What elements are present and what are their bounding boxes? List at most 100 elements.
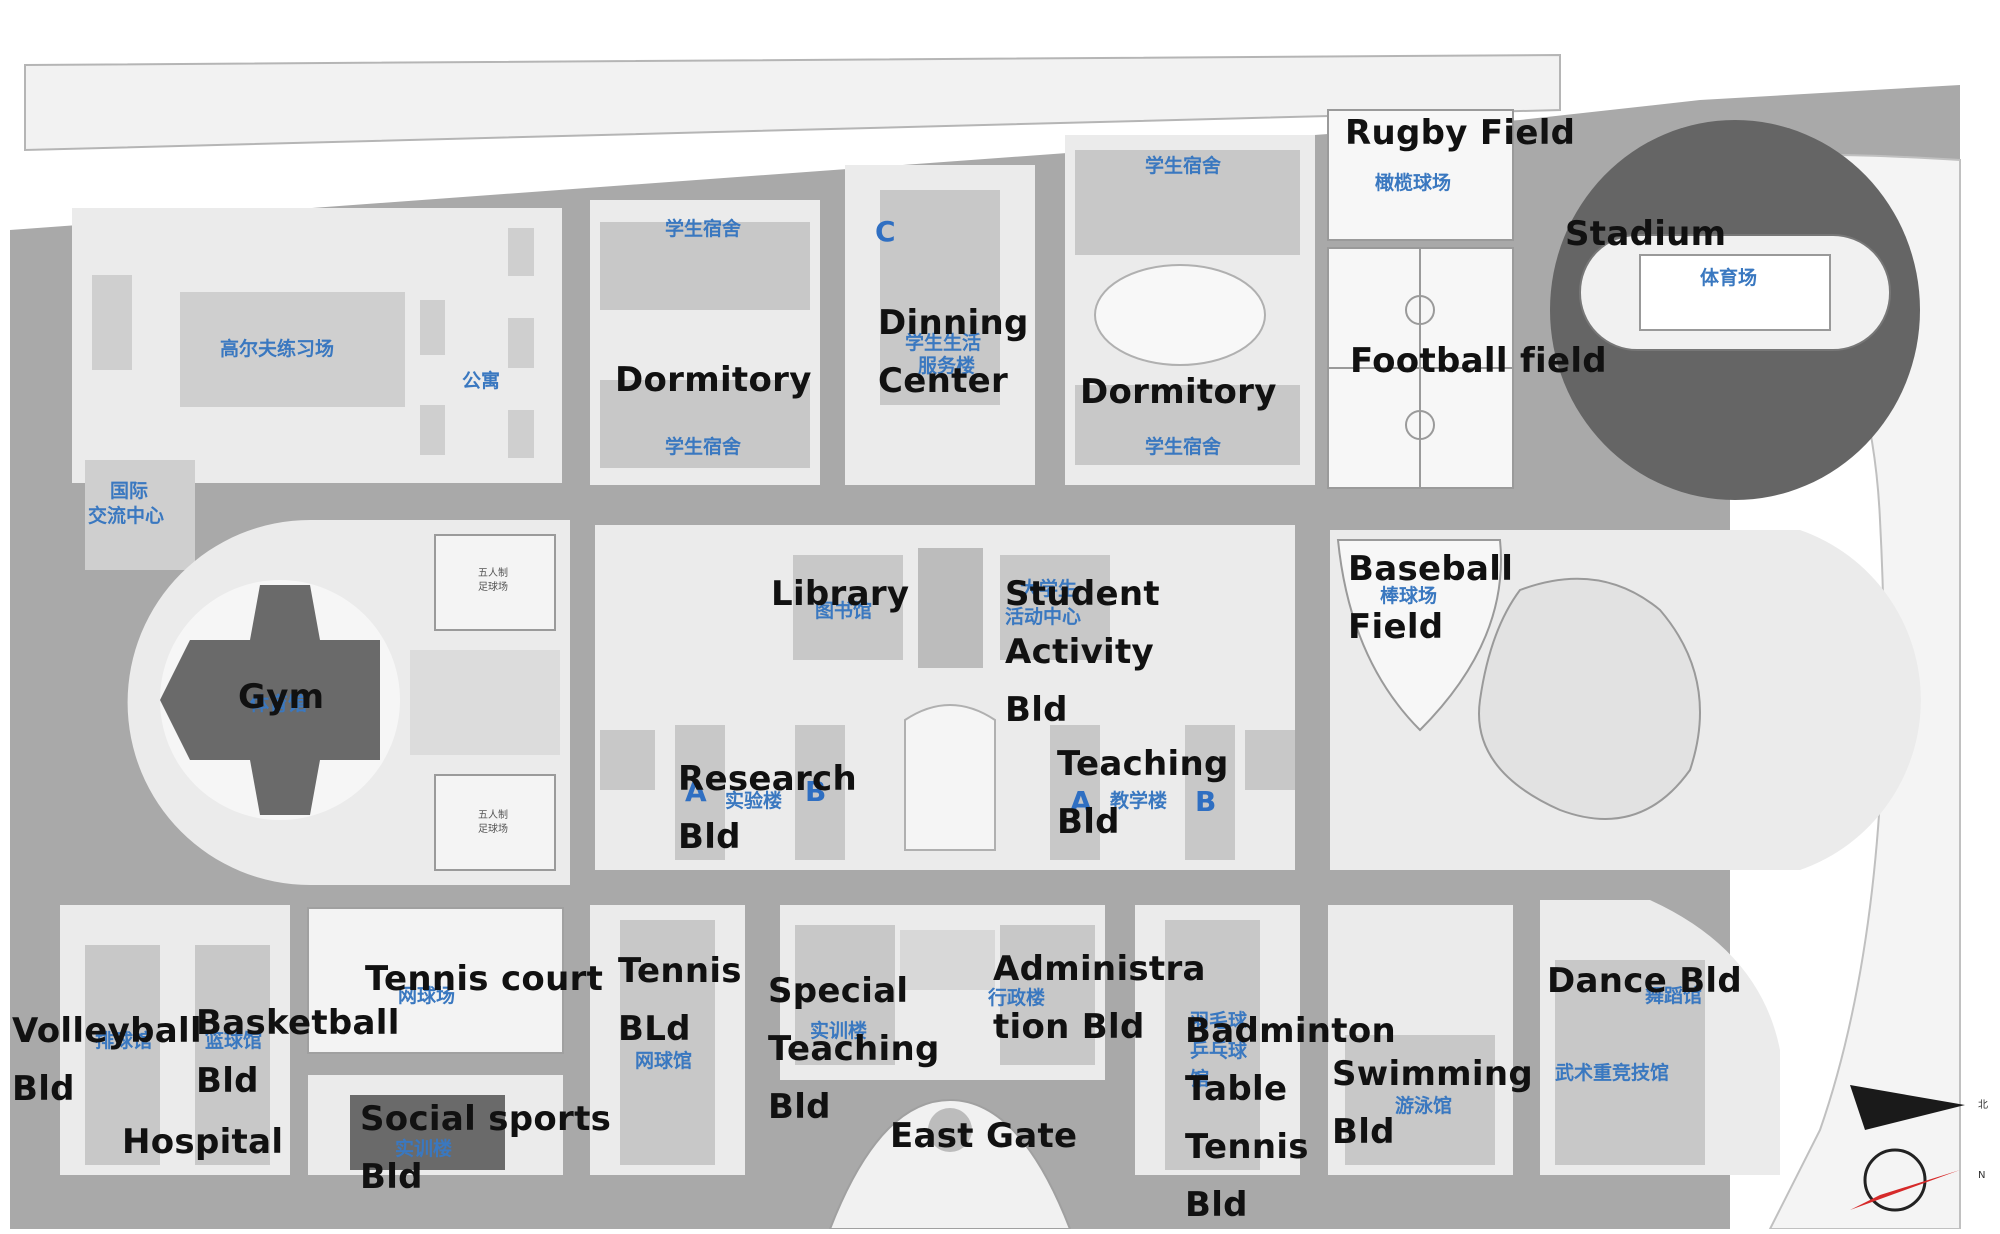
lake xyxy=(1478,577,1701,820)
service-bld-label-1: 学生生活 xyxy=(905,332,982,354)
label-badminton-3: Tennis xyxy=(1185,1127,1309,1167)
dorm-label-c: 学生宿舍 xyxy=(1145,155,1222,177)
label-dance: Dance Bld xyxy=(1547,961,1743,1001)
bld-apt-3 xyxy=(508,318,534,368)
special-training-cn-label: 实训楼 xyxy=(810,1020,868,1042)
label-volleyball-1: Volleyball xyxy=(12,1011,202,1051)
bld-apt-5 xyxy=(420,405,445,455)
dorm-right-south xyxy=(1075,385,1300,465)
label-east-gate: East Gate xyxy=(890,1116,1078,1156)
dorm-label-d: 学生宿舍 xyxy=(1145,436,1222,458)
label-rugby-field: Rugby Field xyxy=(1345,113,1576,153)
five-a-side-south-label-2: 足球场 xyxy=(478,824,508,835)
intl-center xyxy=(85,460,195,570)
tennis-courts xyxy=(307,907,564,1054)
five-a-side-south-label-1: 五人制 xyxy=(478,810,508,821)
golf-label: 高尔夫练习场 xyxy=(220,338,335,360)
martial-bld xyxy=(1555,960,1705,1165)
tennis-hall-cn-label: 网球馆 xyxy=(635,1050,693,1072)
compass-n-mark: N xyxy=(1978,1170,1986,1181)
label-stadium: Stadium xyxy=(1565,214,1727,254)
label-basketball-1: Basketball xyxy=(196,1003,400,1043)
label-badminton-2: Table xyxy=(1185,1069,1288,1109)
label-badminton-4: Bld xyxy=(1185,1185,1248,1225)
research-b-letter: B xyxy=(805,775,827,808)
apartment-label: 公寓 xyxy=(462,370,501,392)
badminton-bld xyxy=(1165,920,1260,1170)
gym-parking xyxy=(410,650,560,755)
social-sports-bld xyxy=(350,1095,505,1170)
label-volleyball-2: Bld xyxy=(12,1069,75,1109)
bld-golf-west xyxy=(92,275,132,370)
activity-cn-label-1: 大学生 xyxy=(1020,578,1078,600)
five-a-side-north xyxy=(434,534,556,631)
tennis-hall-bld xyxy=(620,920,715,1165)
social-training-cn-label: 实训楼 xyxy=(395,1138,453,1160)
label-hospital: Hospital xyxy=(122,1122,284,1162)
label-dormitory-left: Dormitory xyxy=(615,360,812,400)
bld-west-small xyxy=(600,730,655,790)
label-tennis-court: Tennis court xyxy=(365,959,604,999)
golf-range xyxy=(180,292,405,407)
tennis-court-cn-label: 网球场 xyxy=(398,985,456,1007)
basketball-cn-label: 篮球馆 xyxy=(205,1030,263,1052)
library-bld xyxy=(793,555,903,660)
dining-c-letter: C xyxy=(875,215,896,248)
label-tennis-1: Tennis xyxy=(618,951,742,991)
badminton-cn-label-2: 乒乓球 xyxy=(1190,1040,1248,1062)
volleyball-bld xyxy=(85,945,160,1165)
teaching-b xyxy=(1185,725,1235,860)
dorm-label-a: 学生宿舍 xyxy=(665,218,742,240)
east-gate-plaza xyxy=(828,1098,1072,1229)
dorm-courtyard xyxy=(1094,264,1266,366)
central-plaza xyxy=(918,548,983,668)
volleyball-cn-label: 排球馆 xyxy=(95,1030,153,1052)
east-gate-circle xyxy=(928,1108,972,1152)
label-swimming-1: Swimming xyxy=(1332,1054,1534,1094)
central-green xyxy=(904,704,996,851)
five-a-side-north-label-1: 五人制 xyxy=(478,568,508,579)
compass-north-mark: 北 xyxy=(1978,1100,1988,1111)
bld-east-small xyxy=(1245,730,1295,790)
label-library: Library xyxy=(771,574,910,614)
baseball-field xyxy=(1336,539,1502,732)
research-a-letter: A xyxy=(685,775,707,808)
north-strip xyxy=(24,53,1561,152)
badminton-cn-label-3: 馆 xyxy=(1190,1068,1210,1090)
admin-cn-label: 行政楼 xyxy=(988,987,1046,1009)
label-dormitory-right: Dormitory xyxy=(1080,372,1277,412)
dorm-right-north xyxy=(1075,150,1300,255)
stadium-pitch xyxy=(1639,254,1831,331)
five-a-side-north-label-2: 足球场 xyxy=(478,582,508,593)
rugby-label: 橄榄球场 xyxy=(1375,172,1452,194)
label-research-1: Research xyxy=(678,759,858,799)
label-research-2: Bld xyxy=(678,817,741,857)
basketball-bld xyxy=(195,945,270,1165)
label-admin-1: Administra xyxy=(993,949,1206,989)
label-basketball-2: Bld xyxy=(196,1061,259,1101)
rugby-field xyxy=(1327,109,1514,241)
dorm-left-south xyxy=(600,380,810,468)
admin-bld xyxy=(1000,925,1095,1065)
baseball-cn-label: 棒球场 xyxy=(1380,585,1438,607)
label-social-1: Social sports xyxy=(360,1099,612,1139)
activity-center-bld xyxy=(1000,555,1110,660)
research-a xyxy=(675,725,725,860)
label-special-3: Bld xyxy=(768,1087,831,1127)
special-teaching-bld xyxy=(795,925,895,1065)
label-teaching-2: Bld xyxy=(1057,802,1120,842)
label-baseball-1: Baseball xyxy=(1348,549,1514,589)
label-teaching-1: Teaching xyxy=(1057,744,1229,784)
intl-center-label-2: 交流中心 xyxy=(88,505,165,527)
swimming-cn-label: 游泳馆 xyxy=(1395,1095,1453,1117)
intl-center-label-1: 国际 xyxy=(110,480,149,502)
label-swimming-2: Bld xyxy=(1332,1112,1395,1152)
bld-apt-1 xyxy=(420,300,445,355)
label-badminton-1: Badminton xyxy=(1185,1011,1396,1051)
compass-ring xyxy=(1863,1148,1927,1212)
gate-plaza xyxy=(900,930,995,990)
teaching-bld-cn-label: 教学楼 xyxy=(1110,790,1168,812)
library-cn-label: 图书馆 xyxy=(815,600,873,622)
bld-apt-2 xyxy=(508,228,534,276)
